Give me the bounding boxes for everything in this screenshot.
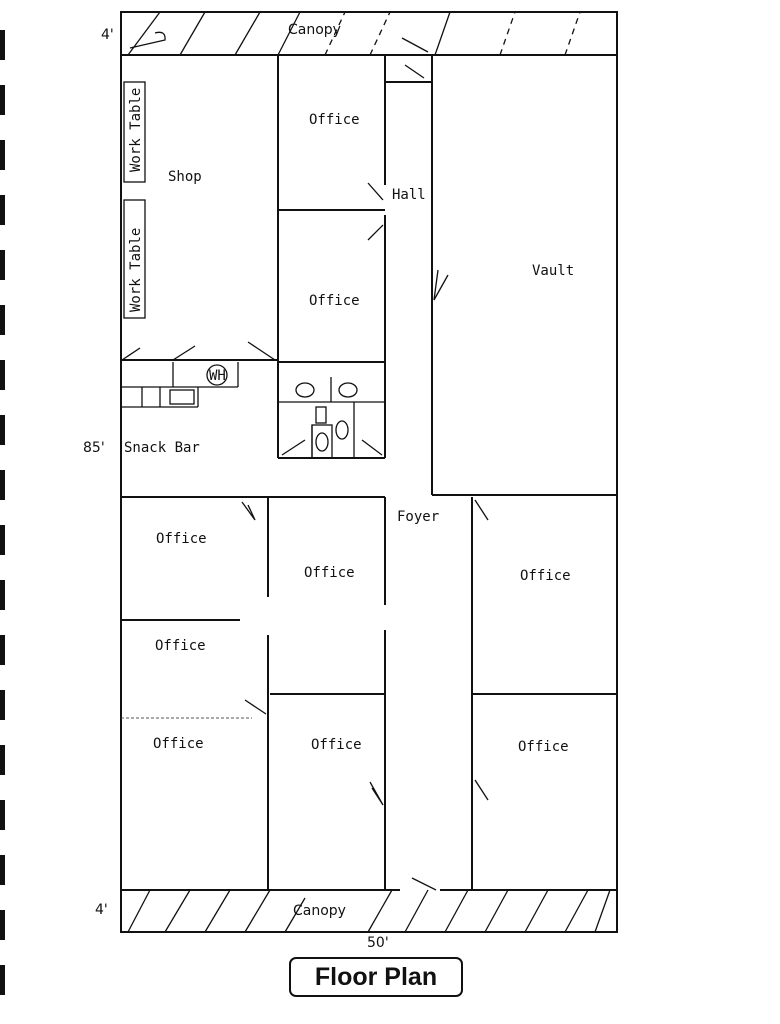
label-work-table: Work Table: [128, 88, 144, 172]
dimension-canopy-bottom: 4': [95, 902, 108, 918]
canopy-top-hatching: [127, 11, 581, 56]
work-table: [123, 199, 146, 319]
label-office: Office: [156, 531, 207, 547]
label-canopy-top: Canopy: [288, 22, 341, 38]
margin-mark: [0, 305, 5, 335]
margin-mark: [0, 745, 5, 775]
margin-mark: [0, 195, 5, 225]
snack-bar-counter: [121, 362, 239, 408]
margin-mark: [0, 470, 5, 500]
label-snack-bar: Snack Bar: [124, 440, 200, 456]
margin-mark: [0, 415, 5, 445]
door-swings: [121, 31, 489, 891]
restroom-fixtures: [278, 377, 385, 459]
margin-mark: [0, 525, 5, 555]
water-heater-icon: [206, 364, 228, 386]
label-work-table: Work Table: [128, 228, 144, 312]
margin-mark: [0, 690, 5, 720]
margin-mark: [0, 800, 5, 830]
label-foyer: Foyer: [397, 509, 439, 525]
margin-mark: [0, 855, 5, 885]
margin-mark: [0, 360, 5, 390]
label-office: Office: [520, 568, 571, 584]
label-office: Office: [155, 638, 206, 654]
floor-plan-title: Floor Plan: [289, 957, 463, 997]
label-office: Office: [311, 737, 362, 753]
margin-mark: [0, 140, 5, 170]
label-hall: Hall: [392, 187, 426, 203]
margin-mark: [0, 965, 5, 995]
label-office: Office: [309, 293, 360, 309]
label-vault: Vault: [532, 263, 574, 279]
dimension-width: 50': [367, 935, 389, 951]
margin-mark: [0, 635, 5, 665]
work-table: [123, 81, 146, 183]
dimension-canopy-top: 4': [101, 27, 114, 43]
label-office: Office: [309, 112, 360, 128]
label-shop: Shop: [168, 169, 202, 185]
label-office: Office: [304, 565, 355, 581]
margin-mark: [0, 910, 5, 940]
label-office: Office: [153, 736, 204, 752]
building-outline: [120, 11, 618, 933]
interior-walls: [121, 55, 617, 890]
dimension-length: 85': [83, 440, 105, 456]
canopy-bottom-hatching: [127, 889, 611, 933]
label-canopy-bottom: Canopy: [293, 903, 346, 919]
label-office: Office: [518, 739, 569, 755]
margin-mark: [0, 85, 5, 115]
label-water-heater: WH: [209, 368, 226, 384]
margin-mark: [0, 250, 5, 280]
margin-mark: [0, 30, 5, 60]
margin-mark: [0, 580, 5, 610]
